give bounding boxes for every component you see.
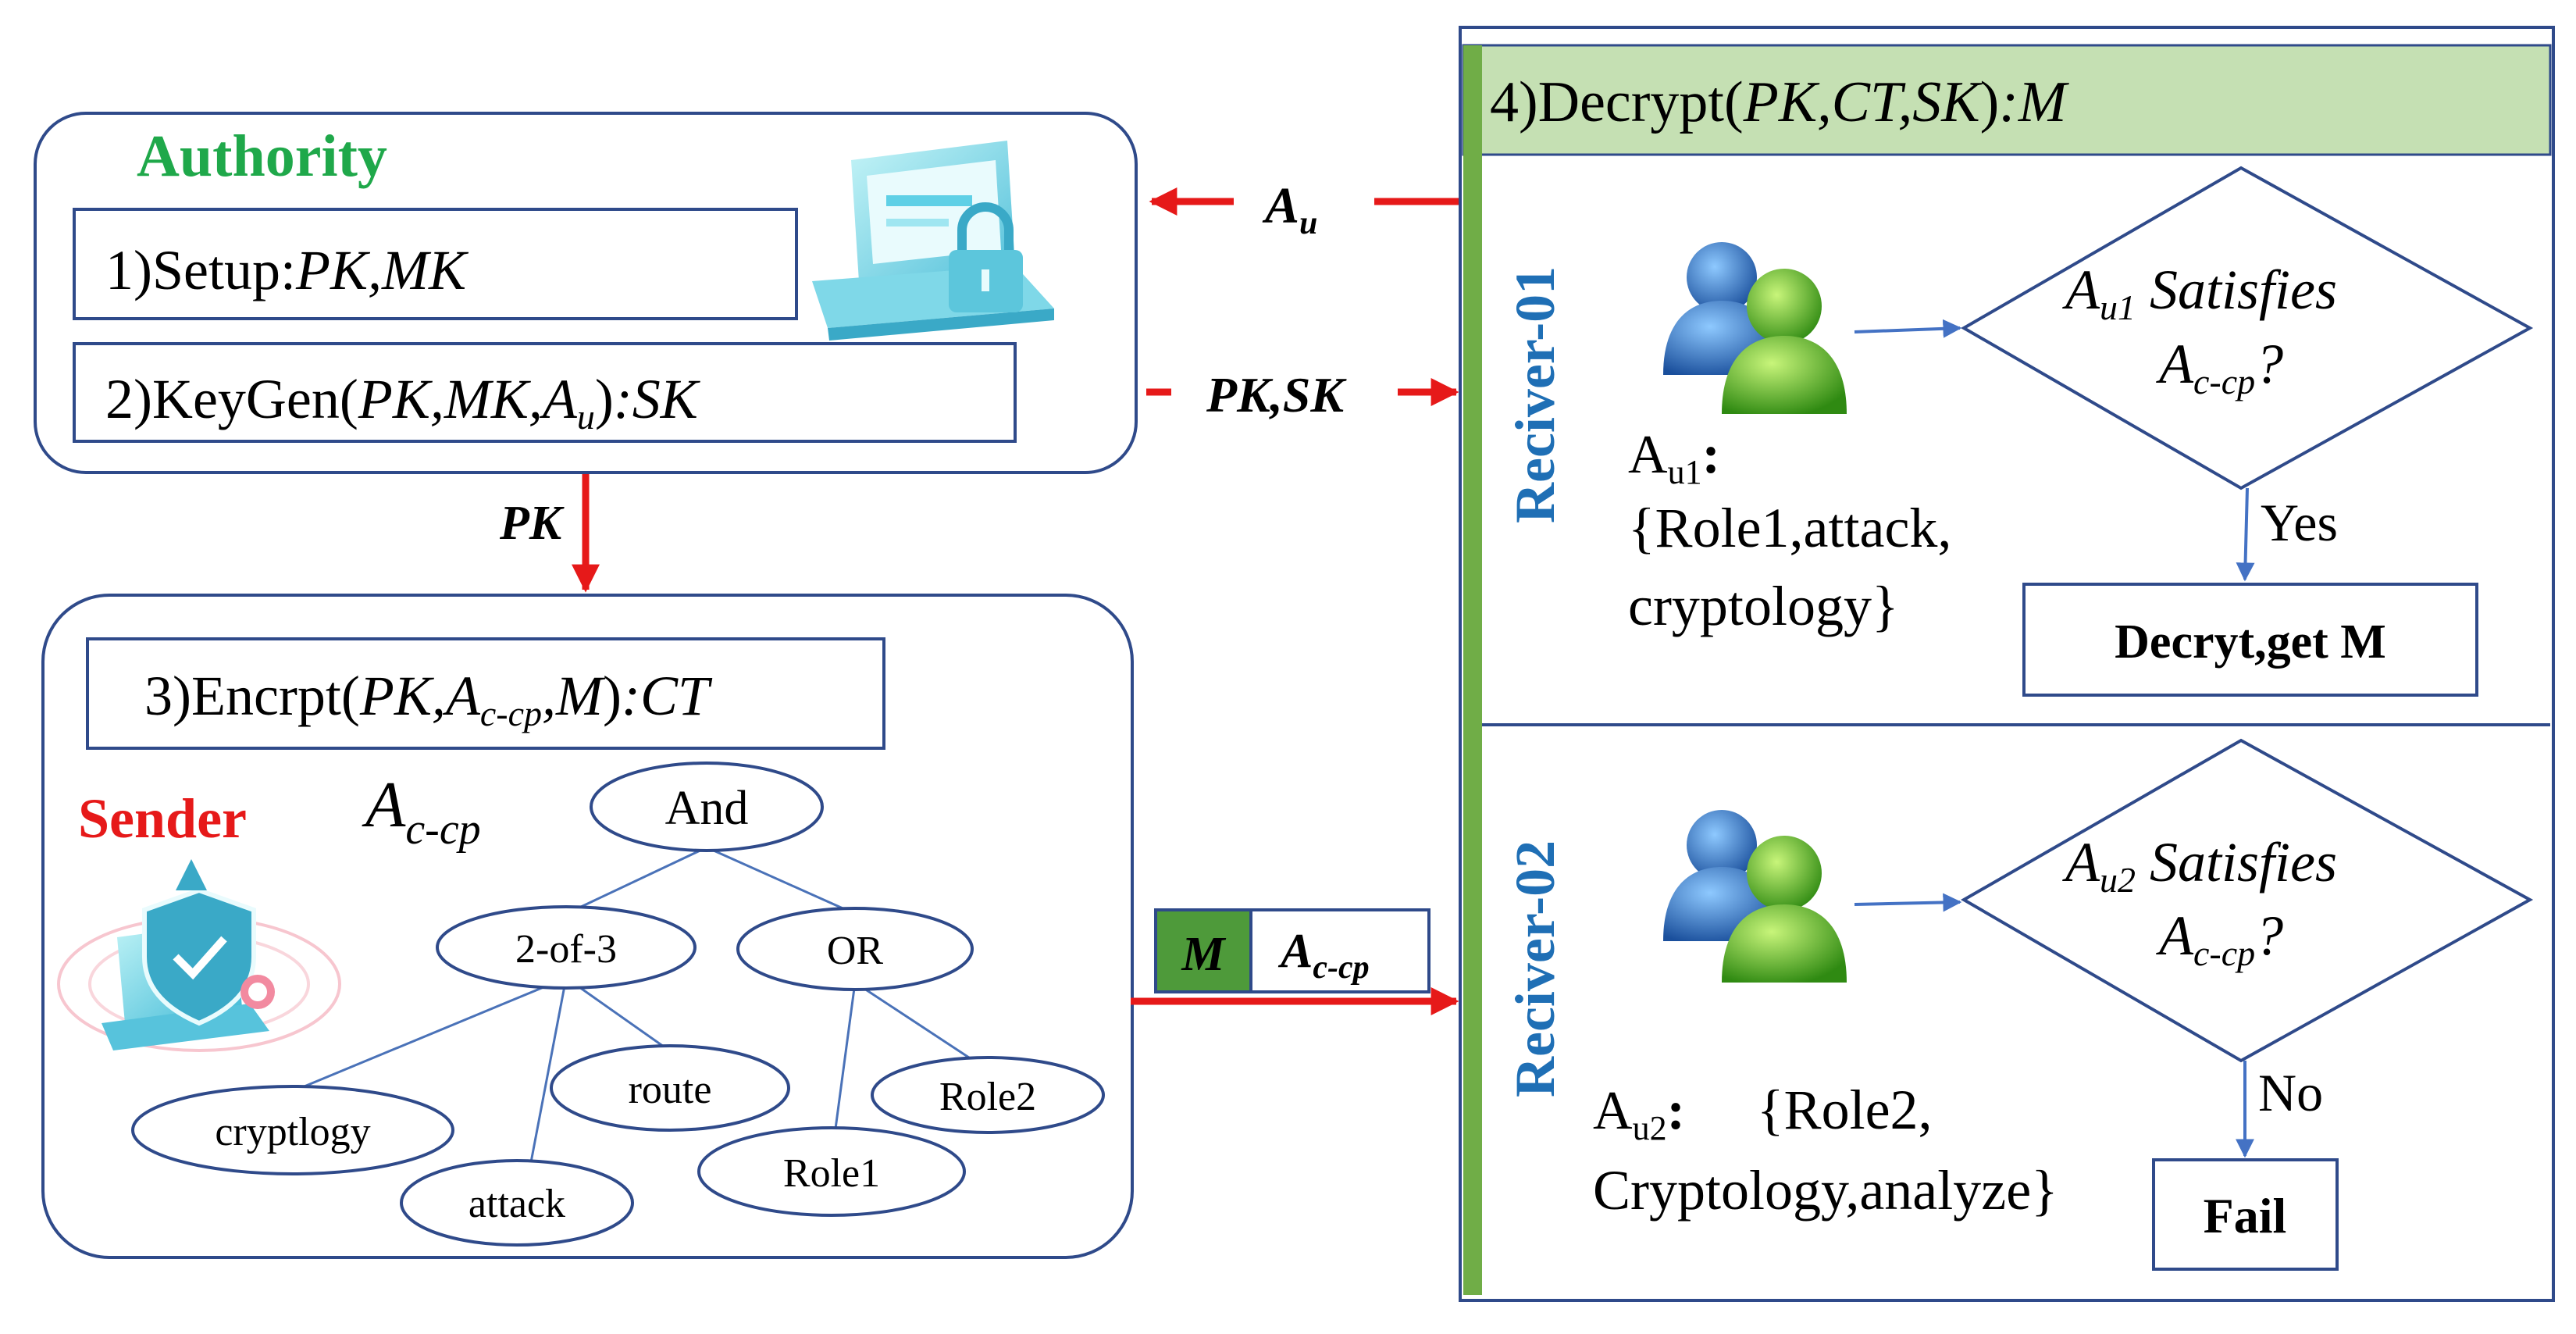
message-policy-box <box>1249 908 1431 993</box>
receiver1-question-line2: Ac-cp? <box>2156 333 2283 401</box>
shield-laptop-icon <box>57 859 341 1052</box>
svg-text:OR: OR <box>827 929 884 973</box>
receiver1-question-line1: Au1 Satisfies <box>2062 259 2337 327</box>
receiver2-question-line2: Ac-cp? <box>2156 904 2283 973</box>
svg-text:Role2: Role2 <box>939 1075 1036 1119</box>
receiver2-attr-label: Au2: <box>1593 1081 1685 1147</box>
setup-box <box>73 208 798 320</box>
receiver1-yes-arrow <box>2236 487 2255 582</box>
tree-leaf-role2: Role2 <box>871 1056 1105 1134</box>
receiver2-users-icon <box>1663 810 1847 983</box>
laptop-lock-icon <box>812 141 1054 341</box>
receiver1-label: Reciver-01 <box>1504 266 1566 523</box>
setup-text: 1)Setup:PK,MK <box>105 239 469 301</box>
receiver2-flow-arrow <box>1854 893 1962 912</box>
receiver2-branch-label: No <box>2258 1063 2323 1122</box>
tree-node-threshold: 2-of-3 <box>436 905 697 990</box>
tree-leaf-cryptlogy: cryptlogy <box>131 1085 454 1175</box>
encrypt-box <box>86 637 885 750</box>
keygen-box <box>73 342 1017 443</box>
pk-arrow: PK <box>499 474 600 593</box>
svg-text:cryptlogy: cryptlogy <box>215 1110 370 1154</box>
receiver1-branch-label: Yes <box>2261 493 2338 552</box>
access-tree <box>296 846 977 1163</box>
message-m-text: M <box>1181 928 1226 981</box>
encrypt-text: 3)Encrpt(PK,Ac-cp,M):CT <box>144 665 713 733</box>
svg-text:And: And <box>665 782 749 835</box>
svg-text:attack: attack <box>469 1182 565 1226</box>
tree-node-or: OR <box>736 907 974 991</box>
receiver1-users-icon <box>1663 242 1847 414</box>
tree-leaf-attack: attack <box>400 1159 634 1247</box>
pk-sk-arrow: PK,SK <box>1146 367 1459 423</box>
tree-leaf-route: route <box>550 1044 790 1132</box>
receiver1-result-text: Decryt,get M <box>2115 615 2386 669</box>
pk-arrow-label: PK <box>499 497 565 550</box>
receiver1-result-box <box>2022 583 2478 697</box>
svg-text:Role1: Role1 <box>783 1151 880 1196</box>
receiver1-attrs-line1: {Role1,attack, <box>1628 497 1951 559</box>
decrypt-header <box>1462 44 2552 156</box>
svg-text:route: route <box>629 1068 712 1112</box>
receiver1-decision-diamond <box>1961 166 2534 490</box>
receiver2-attrs-line1: {Role2, <box>1757 1079 1933 1141</box>
policy-label: Ac-cp <box>362 769 481 854</box>
authority-title: Authority <box>137 123 387 189</box>
pk-sk-arrow-label: PK,SK <box>1206 367 1347 423</box>
receiver2-result-text: Fail <box>2204 1188 2287 1243</box>
tree-leaf-role1: Role1 <box>697 1126 966 1217</box>
receiver2-question-line1: Au2 Satisfies <box>2062 831 2337 900</box>
authority-panel: Authority 1)Setup:PK,MK 2)KeyGen(PK,MK,A… <box>34 112 1138 474</box>
receiver2-label: Reciver-02 <box>1504 840 1566 1097</box>
svg-text:2-of-3: 2-of-3 <box>515 927 617 972</box>
keygen-text: 2)KeyGen(PK,MK,Au):SK <box>105 368 701 437</box>
message-policy-text: Ac-cp <box>1277 925 1370 986</box>
decrypt-header-text: 4)Decrypt(PK,CT,SK):M <box>1490 70 2070 134</box>
sender-panel: 3)Encrpt(PK,Ac-cp,M):CT Sender Ac-cp <box>41 594 1134 1259</box>
au-arrow-label: Au <box>1262 177 1317 241</box>
receiver1-attr-label: Au1: <box>1628 425 1720 491</box>
message-arrow: M Ac-cp <box>1131 908 1459 1015</box>
receiver2-result-box <box>2152 1158 2339 1271</box>
receiver1-attrs-line2: cryptology} <box>1628 575 1899 637</box>
sender-title: Sender <box>78 787 247 850</box>
decrypt-side-bar <box>1463 45 1482 1295</box>
receiver2-attrs-line2: Cryptology,analyze} <box>1593 1159 2058 1222</box>
au-arrow: Au <box>1149 177 1460 241</box>
receiver1-flow-arrow <box>1854 319 1962 338</box>
tree-node-and: And <box>590 762 824 852</box>
decrypt-panel: 4)Decrypt(PK,CT,SK):M Reciver-01 Au1 Sat… <box>1459 26 2555 1302</box>
receiver2-decision-diamond <box>1961 738 2534 1063</box>
